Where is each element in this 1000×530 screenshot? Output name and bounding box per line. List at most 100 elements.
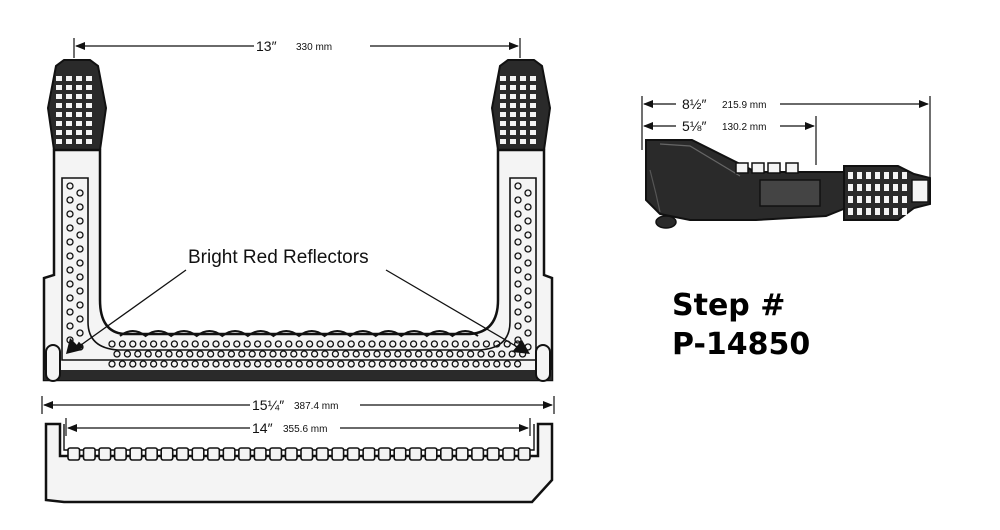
part-label: Step # (672, 288, 785, 323)
traction-dot (498, 350, 506, 358)
tread-cell (253, 447, 267, 461)
thread-rib (520, 121, 526, 126)
traction-dot (337, 360, 345, 368)
thread-rib (884, 184, 889, 191)
thread-rib (530, 85, 536, 90)
thread-rib (76, 112, 82, 117)
thread-rib (56, 130, 62, 135)
tread-cell (393, 447, 407, 461)
thread-rib (500, 121, 506, 126)
reflector-callout: Bright Red Reflectors (188, 247, 369, 268)
traction-dot (514, 280, 522, 288)
thread-rib (866, 208, 871, 215)
traction-dot (477, 350, 485, 358)
traction-dot (514, 252, 522, 260)
reflector-leader-left (73, 269, 187, 351)
traction-dot (238, 350, 246, 358)
dimension-top-width: 13″ 330 mm (73, 38, 521, 58)
side-view: 8½″ 215.9 mm 5⅛″ 130.2 mm (641, 96, 931, 229)
traction-dot (191, 340, 199, 348)
traction-dot (394, 350, 402, 358)
traction-dot (222, 360, 231, 368)
traction-dot (362, 350, 371, 358)
traction-dot (181, 360, 189, 368)
traction-dot (149, 340, 158, 348)
traction-dot (243, 340, 251, 348)
overall-depth-metric: 215.9 mm (722, 100, 766, 111)
traction-dot (66, 294, 74, 302)
traction-dot (347, 360, 355, 368)
traction-dot (378, 340, 387, 348)
traction-dot (383, 350, 392, 358)
thread-rib (520, 76, 526, 81)
thread-rib (510, 139, 516, 144)
dimension-overall-depth: 8½″ 215.9 mm (641, 96, 931, 180)
thread-rib (893, 172, 898, 179)
thread-rib (866, 172, 871, 179)
traction-dot (76, 329, 84, 337)
traction-dot (191, 360, 199, 368)
tread-cell (424, 447, 438, 461)
traction-dot (139, 360, 147, 368)
traction-dot (389, 340, 397, 348)
traction-dot (201, 360, 210, 368)
traction-dot (113, 350, 121, 358)
thread-rib (76, 121, 82, 126)
traction-dot (310, 350, 319, 358)
tread-cell (377, 447, 391, 461)
traction-dot (514, 308, 522, 316)
thread-rib (520, 139, 526, 144)
traction-dot (342, 350, 350, 358)
thread-rib (56, 76, 62, 81)
traction-dot (352, 350, 360, 358)
traction-dot (514, 336, 522, 344)
thread-rib (884, 196, 889, 203)
traction-dot (123, 350, 132, 358)
thread-rib (66, 121, 72, 126)
traction-dot (264, 360, 272, 368)
thread-rib (76, 94, 82, 99)
top-width-metric: 330 mm (296, 42, 332, 53)
thread-rib (893, 208, 898, 215)
thread-rib (530, 121, 536, 126)
traction-dot (404, 350, 412, 358)
thread-rib (56, 139, 62, 144)
thread-rib (76, 76, 82, 81)
thread-rib (848, 172, 853, 179)
tread-cell (113, 447, 127, 461)
tread-cell (67, 447, 81, 461)
traction-dot (524, 231, 532, 239)
reflector-leader-right (385, 269, 527, 353)
traction-dot (493, 340, 501, 348)
front-bottom-rail (44, 370, 552, 380)
traction-dot (430, 360, 439, 368)
tread-cells (67, 447, 531, 461)
thread-rib (848, 184, 853, 191)
tread-cell (502, 447, 516, 461)
traction-dot (295, 340, 303, 348)
thread-rib (530, 76, 536, 81)
traction-dot (269, 350, 277, 358)
thread-rib (875, 208, 880, 215)
tread-cell (284, 447, 298, 461)
traction-dot (514, 266, 522, 274)
thread-rib (56, 103, 62, 108)
traction-dot (514, 224, 522, 232)
tread-cell (191, 447, 205, 461)
traction-dot (326, 360, 335, 368)
overall-depth-imperial: 8½″ (682, 96, 706, 112)
traction-dot (201, 340, 210, 348)
traction-dot (503, 360, 511, 368)
traction-dot (524, 273, 532, 281)
traction-dot (524, 203, 532, 211)
traction-dot (160, 360, 168, 368)
traction-dot (165, 350, 173, 358)
traction-dot (461, 340, 470, 348)
thread-rib (530, 112, 536, 117)
traction-dot (420, 340, 428, 348)
traction-dot (524, 259, 532, 267)
traction-dot (472, 360, 480, 368)
traction-dot (66, 210, 74, 218)
traction-dot (258, 350, 267, 358)
thread-rib (510, 112, 516, 117)
